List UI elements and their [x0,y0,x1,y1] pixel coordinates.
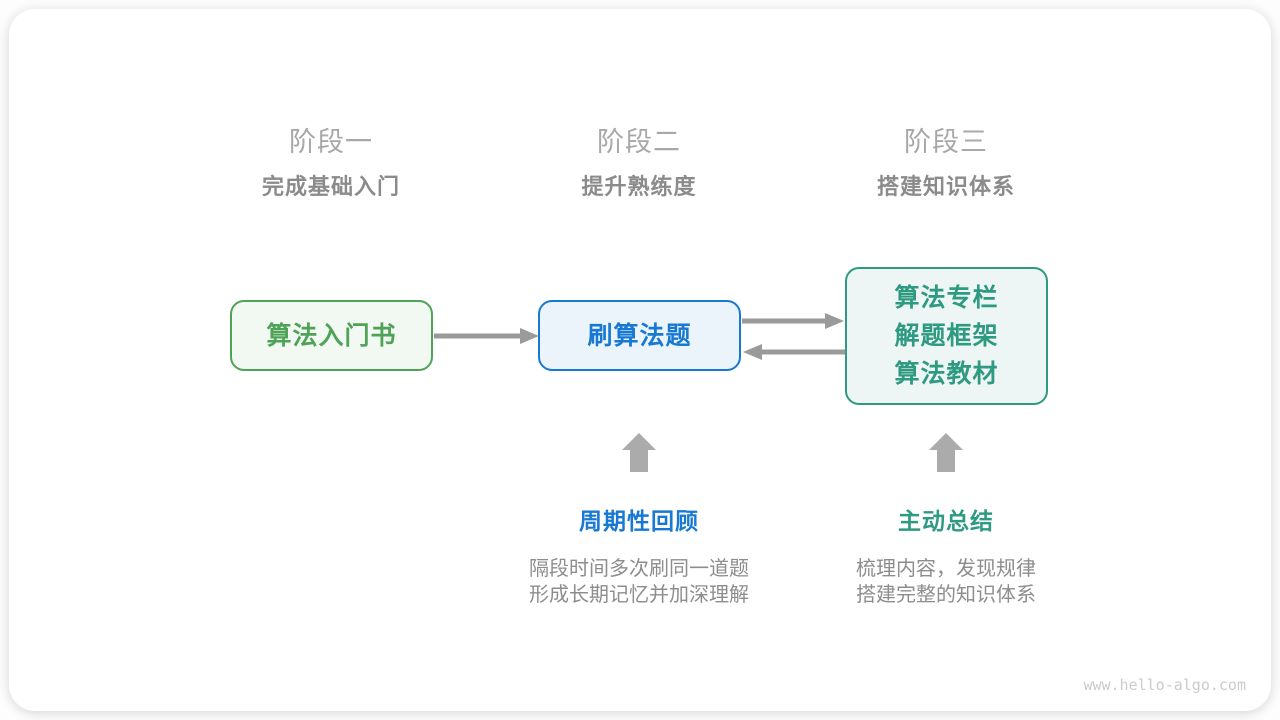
periodic-review-label: 周期性回顾 [579,508,699,534]
node-practice-problems-label: 刷算法题 [587,321,692,350]
stage2-title: 阶段二 [597,127,681,157]
active-summary-label: 主动总结 [898,508,994,534]
stage3-title: 阶段三 [904,127,988,157]
active-summary-description-line2: 搭建完整的知识体系 [856,584,1036,606]
periodic-review-description-line2: 形成长期记忆并加深理解 [529,584,749,606]
watermark: www.hello-algo.com [1083,676,1246,694]
node-knowledge-resources: 算法专栏 解题框架 算法教材 [845,267,1048,405]
node-intro-book-label: 算法入门书 [266,321,397,350]
active-summary-description: 梳理内容，发现规律 搭建完整的知识体系 [766,556,1126,608]
stage3-header: 阶段三 搭建知识体系 [786,126,1106,200]
stage2-subtitle: 提升熟练度 [581,174,697,199]
stage1-header: 阶段一 完成基础入门 [171,126,491,200]
node-intro-book: 算法入门书 [230,300,433,371]
node-resource-textbook-label: 算法教材 [894,360,999,388]
periodic-review-description: 隔段时间多次刷同一道题 形成长期记忆并加深理解 [459,556,819,608]
active-summary-description-line1: 梳理内容，发现规律 [856,558,1036,580]
node-resource-framework-label: 解题框架 [894,322,999,350]
stage3-subtitle: 搭建知识体系 [876,174,1015,199]
stage2-header: 阶段二 提升熟练度 [479,126,799,200]
node-resource-column-label: 算法专栏 [894,284,999,312]
periodic-review-description-line1: 隔段时间多次刷同一道题 [529,558,749,580]
stage1-title: 阶段一 [289,127,373,157]
node-practice-problems: 刷算法题 [538,300,741,371]
stage1-subtitle: 完成基础入门 [261,174,400,199]
